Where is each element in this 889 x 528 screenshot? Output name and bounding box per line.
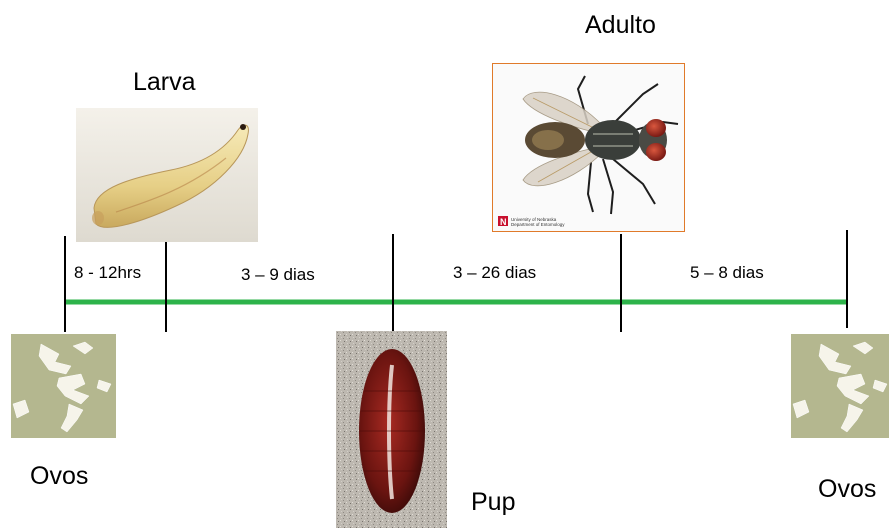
duration-eggs-larva: 8 - 12hrs <box>74 264 141 281</box>
duration-larva-pupa: 3 – 9 dias <box>241 266 315 283</box>
duration-adult-eggs: 5 – 8 dias <box>690 264 764 281</box>
credit-line-2: Department of Entomology <box>511 222 565 227</box>
stage-label-eggs-start: Ovos <box>30 464 88 489</box>
duration-pupa-adult: 3 – 26 dias <box>453 264 536 281</box>
pupa-image <box>336 331 447 528</box>
svg-text:N: N <box>500 217 507 227</box>
eggs-image-end <box>791 334 889 438</box>
stage-label-pupa: Pup <box>471 490 515 515</box>
stage-label-larva: Larva <box>133 70 196 95</box>
larva-image <box>76 108 258 242</box>
stage-label-adult: Adulto <box>585 13 656 38</box>
adult-fly-image: N University of Nebraska Department of E… <box>492 63 685 232</box>
eggs-image-start <box>11 334 116 438</box>
stage-label-eggs-end: Ovos <box>818 477 876 502</box>
